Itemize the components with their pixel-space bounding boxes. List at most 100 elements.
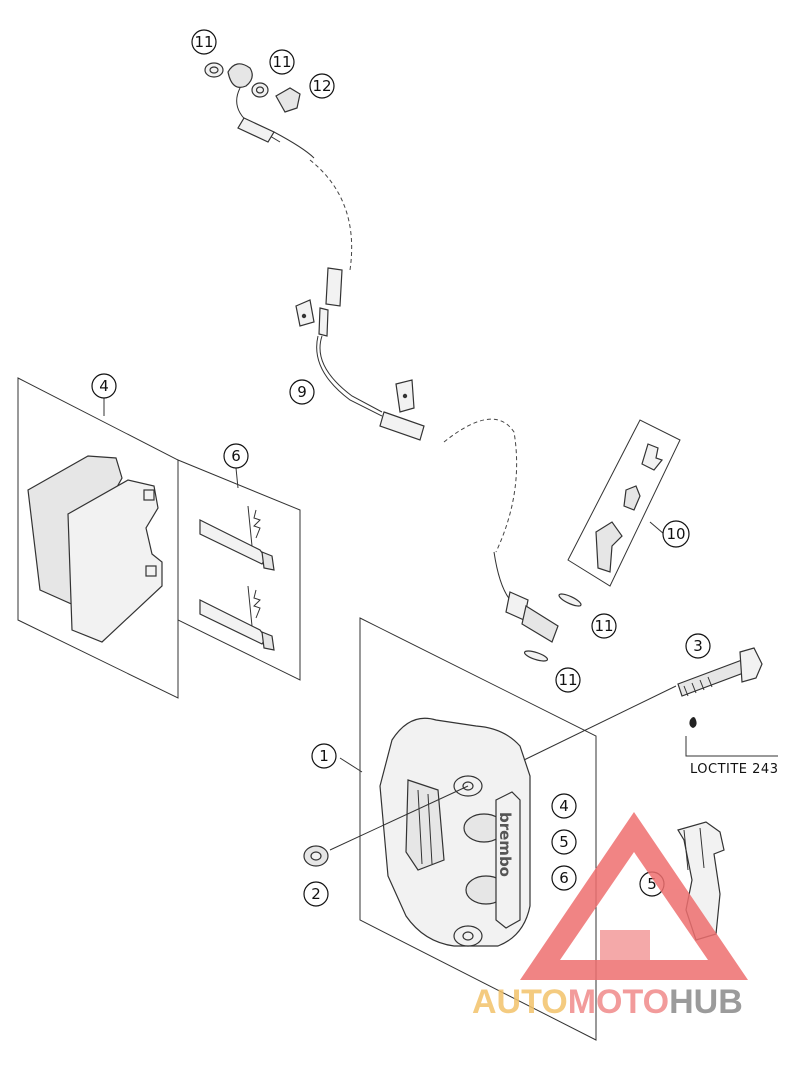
pin-panel-frame [177, 459, 301, 681]
callout-6-caliper: 6 [551, 865, 577, 891]
callout-label: 5 [559, 833, 569, 851]
watermark-triangle-icon [520, 812, 748, 980]
brake-pad-front [67, 479, 163, 643]
tab-hole [301, 313, 307, 319]
caliper-inner-pad [405, 779, 445, 871]
callout-5-caliper: 5 [551, 829, 577, 855]
callout-circle [289, 379, 315, 405]
bleeder-valve [623, 485, 641, 511]
callout-1: 1 [311, 743, 337, 769]
callout-label: 6 [231, 447, 241, 465]
callout-label: 4 [99, 377, 109, 395]
bolt-threads [683, 676, 713, 697]
hose-connector-lower [318, 307, 329, 337]
brake-line-9 [319, 335, 383, 413]
callout-12: 12 [309, 73, 335, 99]
lower-banjo-fitting [521, 605, 559, 643]
caliper-pad-lines [417, 789, 433, 865]
brake-line-9-edge [316, 335, 383, 417]
callout-circle [311, 743, 337, 769]
retaining-clip-lower [247, 585, 261, 627]
watermark-triangle-bar [600, 930, 650, 960]
caliper-lower-lug-hole [462, 931, 474, 941]
hose-dashed-upper [309, 159, 353, 271]
hose-connector [325, 267, 343, 307]
watermark-text: AUTOMOTOHUB [472, 983, 743, 1021]
bolt-shank [677, 659, 747, 697]
watermark-part-moto: MOTO [568, 983, 669, 1021]
bleeder-cap [641, 443, 664, 471]
spacer-2 [303, 845, 329, 867]
leader-lines [103, 398, 677, 851]
leader-bolt-to-caliper [523, 685, 677, 761]
loctite-leader [685, 736, 778, 757]
caliper-brand-text: brembo [496, 812, 514, 877]
callout-label: 11 [594, 617, 613, 635]
leader-6-top [235, 467, 239, 489]
bleeder-kit-panel [567, 419, 681, 587]
caliper-brand-face [495, 791, 521, 929]
banjo-fitting [227, 63, 253, 88]
pad-spring-lines [683, 827, 705, 871]
callout-6-top: 6 [223, 443, 249, 469]
callout-circle [591, 613, 617, 639]
callout-label: 11 [558, 671, 577, 689]
callout-label: 6 [559, 869, 569, 887]
tab-hole-2 [402, 393, 408, 399]
pad-pin-lower-head [261, 631, 275, 651]
callout-circle [91, 373, 117, 399]
spacer-washer-hole [310, 851, 322, 861]
bolt-head [739, 647, 763, 683]
bleeder-screw [595, 521, 623, 573]
callout-label: 12 [312, 77, 331, 95]
callout-11-lower-b: 11 [555, 667, 581, 693]
hose-segment [273, 131, 315, 159]
caliper-bolt-3: LOCTITE 243 [677, 647, 778, 777]
callout-11-top-left: 11 [191, 29, 217, 55]
watermark-part-hub: HUB [669, 983, 743, 1021]
seal-ring-11-lower-a [558, 593, 582, 607]
callout-4-top: 4 [91, 373, 117, 399]
line-end-fitting [379, 411, 425, 441]
brake-hose-assembly [204, 62, 582, 662]
callout-label: 2 [311, 885, 321, 903]
callout-11-lower-a: 11 [591, 613, 617, 639]
callout-label: 1 [319, 747, 329, 765]
callout-circle [223, 443, 249, 469]
callout-10: 10 [662, 520, 690, 548]
callout-circle [551, 829, 577, 855]
pad-pin-upper-head [261, 551, 275, 571]
leader-1 [339, 757, 363, 773]
callout-9: 9 [289, 379, 315, 405]
callout-circle [309, 73, 335, 99]
seal-ring-11-lower-b [523, 650, 549, 662]
callout-label: 4 [559, 797, 569, 815]
callout-circle [269, 49, 295, 75]
banjo-bolt-12 [275, 87, 301, 113]
callout-circle [555, 667, 581, 693]
brake-pad-kit-panel [17, 377, 179, 699]
callout-circle [191, 29, 217, 55]
loctite-label: LOCTITE 243 [690, 762, 778, 777]
seal-ring-hole [209, 66, 219, 74]
hose-crimp-sleeve [237, 117, 275, 143]
callout-label: 5 [647, 875, 657, 893]
seal-ring-hole-2 [255, 86, 265, 94]
watermark-part-auto: AUTO [472, 983, 568, 1021]
callout-4-caliper: 4 [551, 793, 577, 819]
retaining-clip-upper [247, 505, 261, 547]
leader-10 [649, 521, 665, 535]
callout-circle [551, 865, 577, 891]
callout-label: 9 [297, 383, 307, 401]
callout-circle [551, 793, 577, 819]
watermark-logo: AUTOMOTOHUB [472, 812, 748, 1021]
callout-label: 11 [272, 53, 291, 71]
pad-tab-hole-bottom [145, 565, 157, 577]
callout-label: 10 [666, 525, 685, 543]
callout-2: 2 [303, 881, 329, 907]
brake-caliper-panel: brembo [359, 617, 597, 1041]
callout-3: 3 [685, 633, 711, 659]
pad-pin-kit-panel [177, 459, 301, 681]
leader-spacer-to-caliper [329, 785, 469, 851]
